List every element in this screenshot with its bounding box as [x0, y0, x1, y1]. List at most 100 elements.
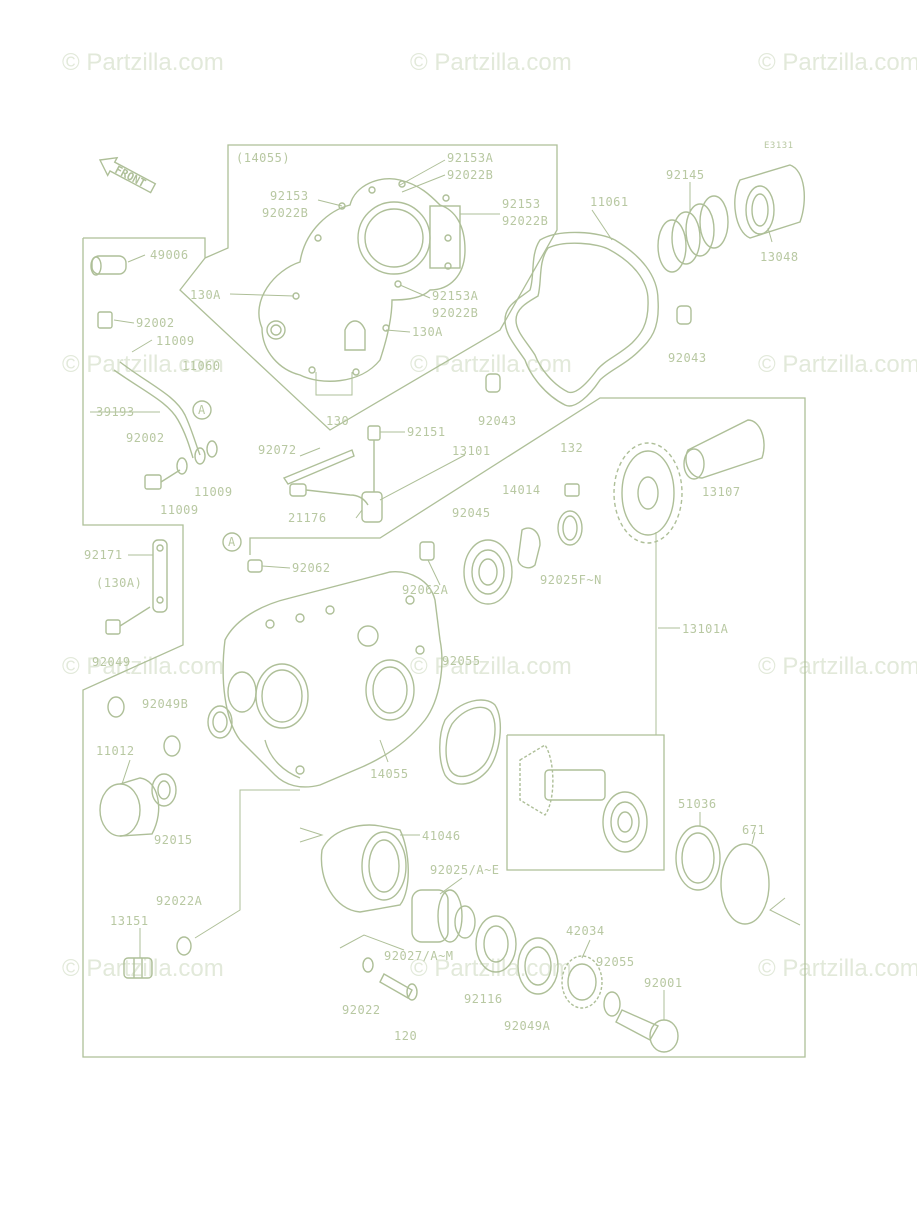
oil-seal-icon: [675, 825, 721, 891]
part-label: 92116: [464, 992, 503, 1006]
part-label: 132: [560, 441, 583, 455]
part-label: 92072: [258, 443, 297, 457]
part-label: 92171: [84, 548, 123, 562]
bearing-housing-icon: [320, 824, 409, 913]
part-label: 130A: [412, 325, 443, 339]
bevel-gear-icon: [613, 442, 683, 544]
callout-a-text: A: [198, 403, 206, 417]
breather-fitting-icon: [90, 255, 127, 329]
part-label: 92153: [502, 197, 541, 211]
pinion-gear-icon: [519, 744, 648, 853]
splined-shaft-icon: [683, 419, 765, 480]
o-ring-icon: [720, 843, 770, 925]
washer-icon: [362, 957, 374, 973]
watermark-text: © Partzilla.com: [758, 351, 917, 378]
part-label: 130A: [190, 288, 221, 302]
part-number-labels: E3131 (14055) 92153A 92022B 92153 92022B…: [84, 141, 799, 1043]
part-label: 11009: [156, 334, 195, 348]
coupling-sleeve-icon: [734, 164, 805, 239]
part-label: 92001: [644, 976, 683, 990]
shim-icon: [454, 905, 476, 939]
part-label: 92049: [92, 655, 131, 669]
ball-bearing-icon: [463, 539, 513, 605]
part-label: 92022: [342, 1003, 381, 1017]
needle-bearing-icon: [475, 915, 517, 973]
part-label: 92022B: [262, 206, 308, 220]
oil-seal-icon: [107, 696, 125, 718]
washer-icon: [206, 440, 218, 458]
breather-hose-icon: [119, 361, 201, 456]
part-label: 92002: [126, 431, 165, 445]
part-label: 13101A: [682, 622, 729, 636]
part-label: 92049A: [504, 1019, 551, 1033]
cover-gasket-icon: [504, 231, 659, 407]
part-label: 92153A: [447, 151, 494, 165]
watermark-text: © Partzilla.com: [758, 49, 917, 76]
watermark-text: © Partzilla.com: [410, 653, 572, 680]
part-label: (130A): [96, 576, 142, 590]
gasket-icon: [439, 699, 501, 785]
part-label: 51036: [678, 797, 717, 811]
part-label: 92045: [452, 506, 491, 520]
stud-icon: [419, 541, 435, 561]
assembly-frames: [82, 144, 806, 1058]
shim-icon: [557, 510, 583, 546]
part-label: 92153: [270, 189, 309, 203]
gear-case-cover-icon: [258, 178, 466, 382]
collar-icon: [411, 889, 463, 943]
part-label: 13107: [702, 485, 741, 499]
part-label: (14055): [236, 151, 290, 165]
part-label: 92151: [407, 425, 446, 439]
watermark-text: © Partzilla.com: [62, 653, 224, 680]
part-label: 42034: [566, 924, 605, 938]
dowel-pin-icon: [485, 373, 501, 393]
bolt-icon: [379, 973, 418, 1001]
cap-icon: [99, 777, 160, 837]
bracket-icon: [105, 539, 168, 635]
part-label: 92027/A~M: [384, 949, 454, 963]
part-label: 92062A: [402, 583, 449, 597]
part-label: 11009: [160, 503, 199, 517]
part-label: 13151: [110, 914, 149, 928]
front-arrow-label: FRONT: [113, 163, 149, 190]
watermark-text: © Partzilla.com: [62, 351, 224, 378]
spring-icon: [657, 195, 729, 273]
watermark-text: © Partzilla.com: [758, 653, 917, 680]
front-arrow-icon: FRONT: [98, 156, 157, 194]
part-label: 92153A: [432, 289, 479, 303]
part-label: 13101: [452, 444, 491, 458]
part-label: 120: [394, 1029, 417, 1043]
part-label: 92145: [666, 168, 705, 182]
part-label: 92025/A~E: [430, 863, 500, 877]
diagram-code: E3131: [764, 141, 794, 151]
nut-icon: [163, 735, 181, 757]
watermark-text: © Partzilla.com: [758, 955, 917, 982]
part-label: 671: [742, 823, 765, 837]
part-label: 130: [326, 414, 349, 428]
bolt-icon: [144, 447, 206, 490]
part-label: 92049B: [142, 697, 188, 711]
part-label: 92043: [478, 414, 517, 428]
washer-icon: [176, 936, 192, 956]
callout-a-marker: A: [222, 532, 242, 552]
collar-icon: [247, 559, 263, 573]
callout-a-text: A: [228, 535, 236, 549]
part-label: 92022A: [156, 894, 203, 908]
part-label: 92022B: [502, 214, 548, 228]
stopper-plate-icon: [517, 527, 541, 569]
flange-bolt-icon: [615, 1009, 679, 1053]
parts-artwork: [90, 164, 805, 1053]
part-label: 92055: [442, 654, 481, 668]
part-label: 92043: [668, 351, 707, 365]
output-gear-subframe: [506, 734, 665, 871]
bolt-icon: [564, 483, 580, 497]
oil-seal-icon: [207, 705, 233, 739]
part-label: 92055: [596, 955, 635, 969]
callout-a-marker: A: [192, 400, 212, 420]
part-label: 39193: [96, 405, 135, 419]
part-label: 41046: [422, 829, 461, 843]
part-label: 14014: [502, 483, 541, 497]
part-label: 13048: [760, 250, 799, 264]
